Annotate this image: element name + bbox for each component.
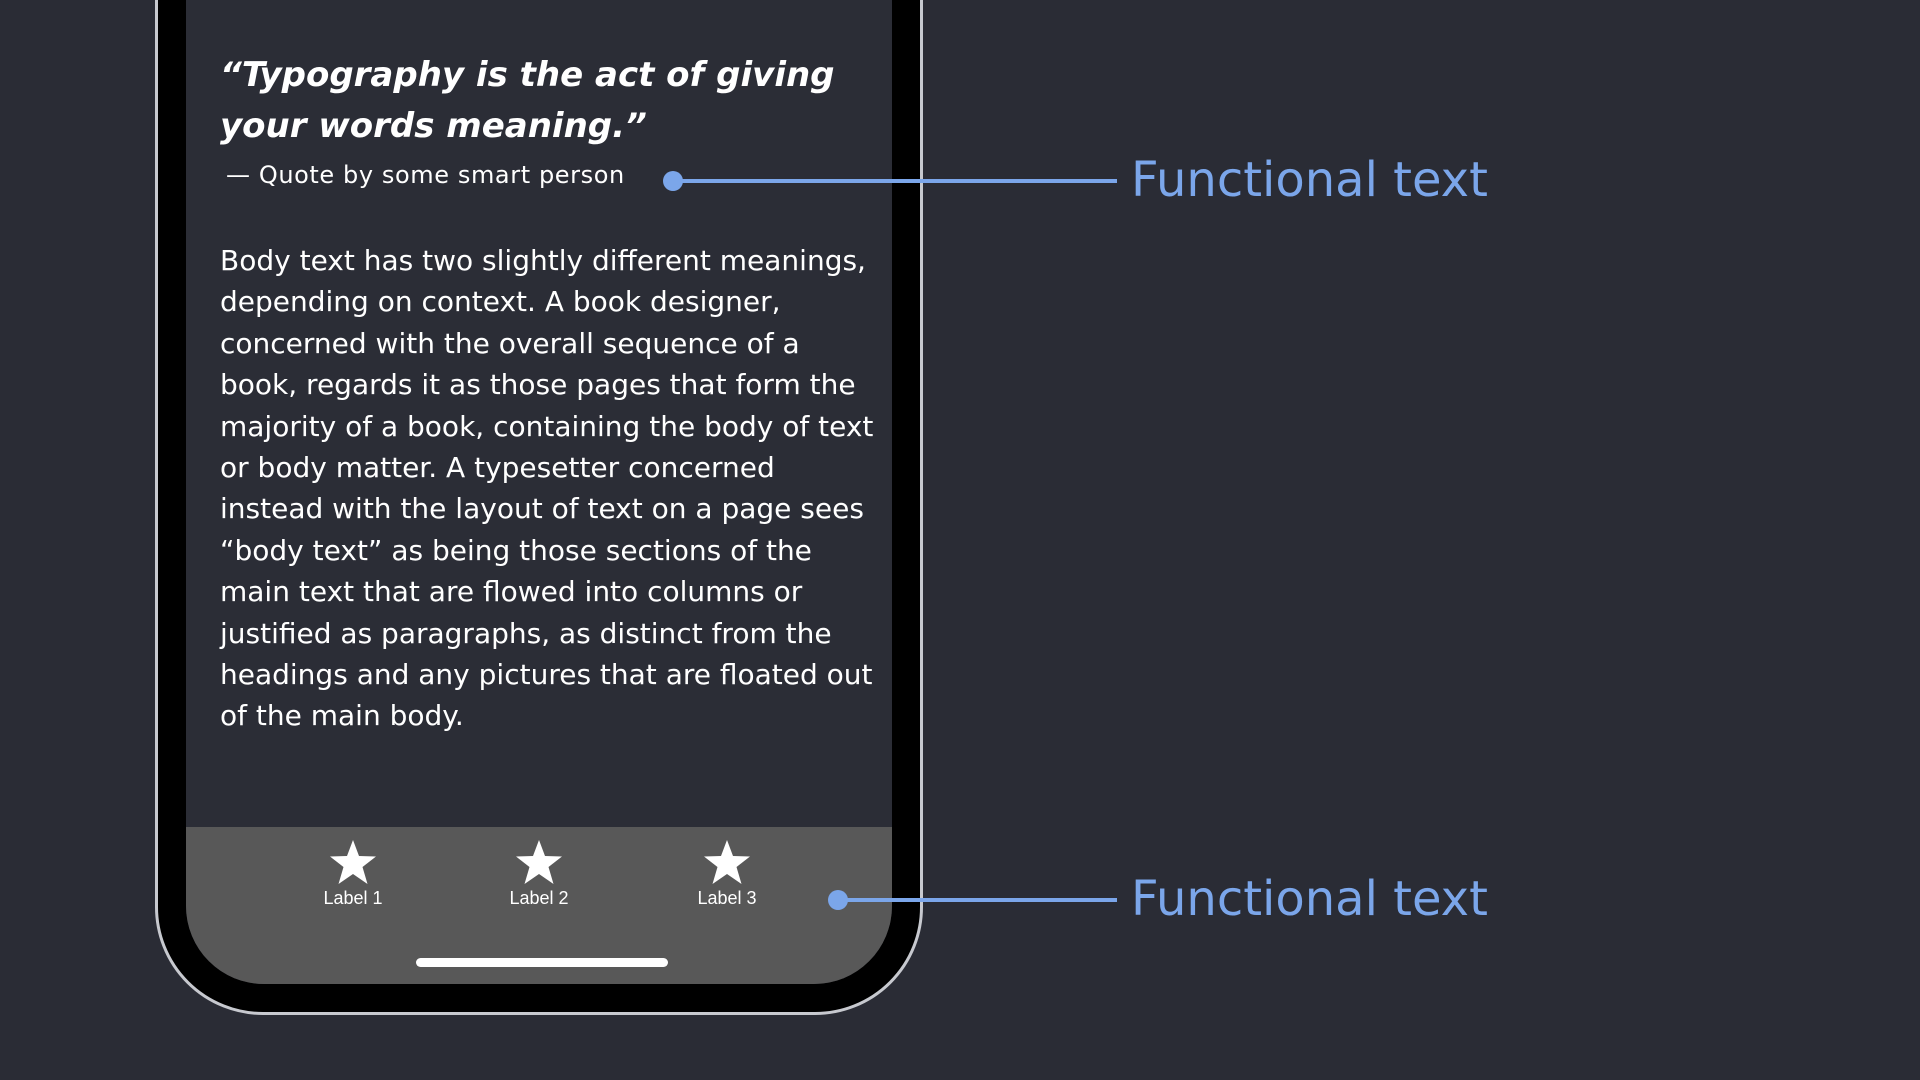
- tab-bar: Label 1 Label 2 Label 3: [186, 827, 892, 984]
- quote-attribution: — Quote by some smart person: [226, 161, 625, 189]
- tab-label-3: Label 3: [697, 888, 757, 908]
- quote-text: “Typography is the act of giving your wo…: [220, 55, 835, 146]
- callout-line-1: [673, 179, 1117, 183]
- tab-label-2: Label 2: [509, 888, 569, 908]
- phone-screen: “Typography is the act of giving your wo…: [186, 0, 892, 984]
- tab-label-1: Label 1: [323, 888, 383, 908]
- tab-item-2[interactable]: Label 2: [469, 839, 609, 909]
- callout-label-1: Functional text: [1131, 152, 1488, 208]
- home-indicator: [416, 958, 668, 967]
- tab-item-1[interactable]: Label 1: [283, 839, 423, 909]
- star-icon: [330, 840, 376, 884]
- callout-dot-1: [663, 171, 683, 191]
- star-icon: [704, 840, 750, 884]
- callout-line-2: [838, 898, 1117, 902]
- callout-dot-2: [828, 890, 848, 910]
- body-text: Body text has two slightly different mea…: [220, 244, 874, 733]
- tab-item-3[interactable]: Label 3: [657, 839, 797, 909]
- callout-label-2: Functional text: [1131, 871, 1488, 927]
- star-icon: [516, 840, 562, 884]
